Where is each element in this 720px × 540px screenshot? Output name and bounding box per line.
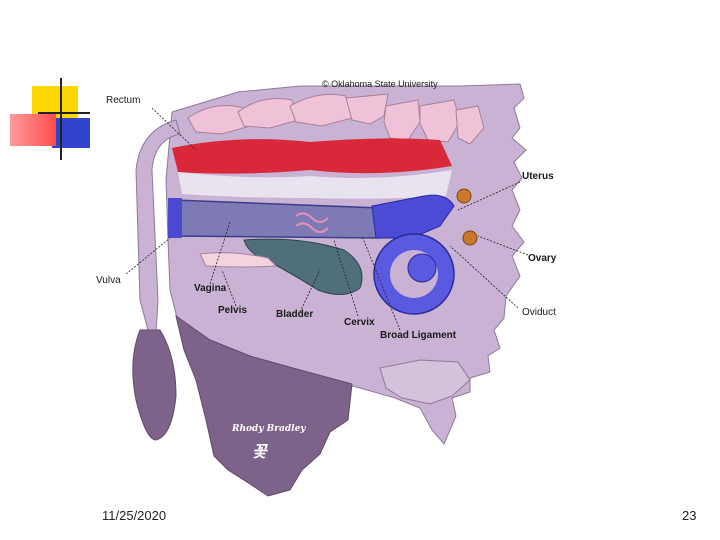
artist-monogram: 꽃 — [252, 438, 267, 462]
label-uterus: Uterus — [522, 172, 554, 182]
label-vagina: Vagina — [194, 284, 226, 294]
label-rectum: Rectum — [106, 96, 140, 106]
label-ovary: Ovary — [528, 254, 556, 264]
page-number: 23 — [682, 508, 696, 523]
uterine-horn-tip — [408, 254, 436, 282]
footer-date: 11/25/2020 — [102, 508, 166, 523]
vulva-entrance — [168, 198, 182, 238]
tail-switch — [133, 330, 176, 440]
label-bladder: Bladder — [276, 310, 313, 320]
label-cervix: Cervix — [344, 318, 375, 328]
copyright-text: © Oklahoma State University — [322, 80, 438, 89]
label-vulva: Vulva — [96, 276, 121, 286]
ovary-upper — [457, 189, 471, 203]
label-pelvis: Pelvis — [218, 306, 247, 316]
label-broad-ligament: Broad Ligament — [380, 331, 456, 341]
rectum-band — [172, 138, 452, 173]
ovary-lower — [463, 231, 477, 245]
artist-credit: Rhody Bradley — [232, 424, 306, 434]
label-oviduct: Oviduct — [522, 308, 556, 318]
